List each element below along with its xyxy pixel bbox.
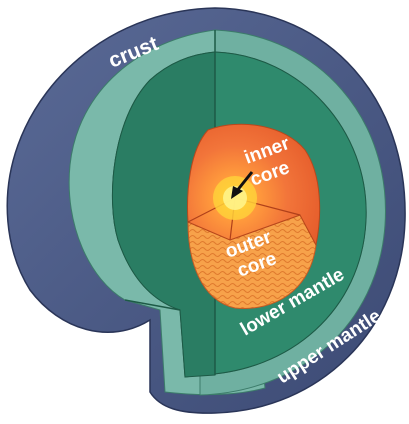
earth-layers-diagram: crust inner core outer core lower mantle…: [0, 0, 409, 419]
earth-cross-section: crust inner core outer core lower mantle…: [0, 0, 409, 419]
